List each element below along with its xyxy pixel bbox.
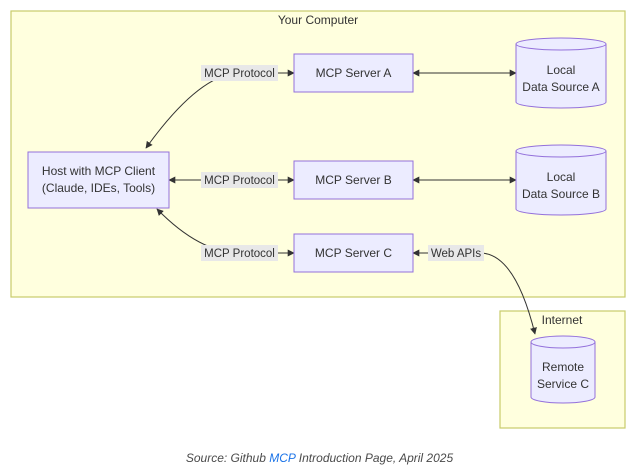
server-c-label: MCP Server C — [315, 246, 392, 260]
edge-label-bg — [201, 245, 278, 261]
local-data-source-b-cylinder — [515, 144, 607, 216]
source-a-line2: Data Source A — [522, 80, 599, 94]
edge-label-bg — [201, 172, 278, 188]
architecture-diagram: Your Computer Internet MCP Protocol MCP … — [10, 10, 626, 429]
edge-label-bg — [428, 245, 484, 261]
caption-prefix: Source: Github — [185, 451, 270, 465]
server-a-node — [293, 53, 414, 93]
edge-label-protocol-c: MCP Protocol — [204, 248, 275, 260]
source-c-line1: Remote — [542, 360, 584, 374]
your-computer-label: Your Computer — [278, 13, 358, 27]
server-a-label: MCP Server A — [316, 66, 392, 80]
source-b-line1: Local — [547, 170, 576, 184]
server-b-node — [293, 160, 414, 200]
internet-label: Internet — [542, 313, 583, 327]
source-a-line1: Local — [547, 63, 576, 77]
edge-label-protocol-a: MCP Protocol — [204, 68, 275, 80]
source-b-line2: Data Source B — [522, 187, 600, 201]
host-node-line2: (Claude, IDEs, Tools) — [42, 181, 155, 195]
server-b-label: MCP Server B — [315, 173, 391, 187]
host-node-line1: Host with MCP Client — [42, 164, 156, 178]
caption-mcp-link[interactable]: MCP — [269, 451, 296, 465]
source-caption: Source: Github MCP Introduction Page, Ap… — [0, 451, 639, 465]
source-c-line2: Service C — [537, 377, 589, 391]
edge-label-bg — [201, 65, 278, 81]
edge-label-protocol-b: MCP Protocol — [204, 175, 275, 187]
remote-service-c-cylinder — [530, 335, 596, 404]
edge-label-web-apis: Web APIs — [431, 248, 482, 260]
server-c-node — [293, 233, 414, 273]
local-data-source-a-cylinder — [515, 37, 607, 109]
host-node — [27, 151, 170, 209]
caption-suffix: Introduction Page, April 2025 — [295, 451, 454, 465]
